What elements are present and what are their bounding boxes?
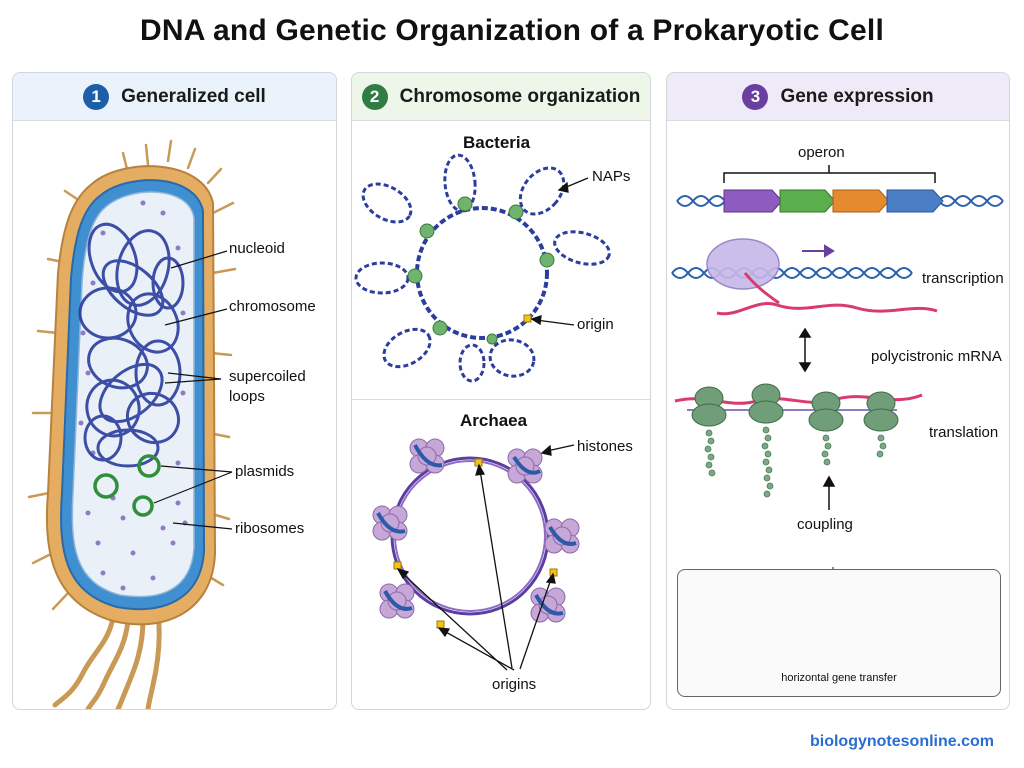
panel-gene-expression: 3 Gene expression — [666, 72, 1010, 710]
panel-title: Chromosome organization — [399, 85, 641, 107]
hgt-box: horizontal gene transfer — [677, 569, 1001, 697]
label-origin: origin — [577, 316, 614, 333]
panel-generalized-cell: 1 Generalized cell — [12, 72, 337, 710]
label-histones: histones — [577, 438, 633, 455]
label-nucleoid: nucleoid — [229, 240, 285, 257]
label-ribosomes: ribosomes — [235, 520, 305, 537]
label-polycistronic-mrna: polycistronic mRNA — [871, 348, 1002, 365]
label-operon: operon — [798, 144, 845, 161]
label-translation: translation — [929, 424, 999, 441]
panel-header: 1 Generalized cell — [13, 73, 336, 121]
step-number-badge: 2 — [361, 83, 388, 110]
label-coupling: coupling — [797, 516, 853, 533]
page-title: DNA and Genetic Organization of a Prokar… — [139, 14, 885, 47]
divider — [352, 399, 650, 400]
bacterial-cell-illustration — [27, 139, 237, 709]
panel-title: Generalized cell — [121, 85, 266, 107]
panel-header: 2 Chromosome organization — [352, 73, 650, 121]
archaea-subtitle: Archaea — [460, 411, 528, 430]
label-plasmids: plasmids — [235, 463, 295, 480]
label-naps: NAPs — [592, 168, 631, 185]
label-hgt: horizontal gene transfer — [781, 672, 897, 684]
panel-chromosome-organization: 2 Chromosome organization Bacteria — [351, 72, 651, 710]
step-number-badge: 1 — [83, 83, 110, 110]
panel-title: Gene expression — [780, 85, 934, 107]
label-supercoiled-line2: loops — [229, 388, 265, 405]
panel-header: 3 Gene expression — [667, 73, 1009, 121]
label-chromosome: chromosome — [229, 298, 316, 315]
bacterial-chromosome — [354, 153, 611, 383]
label-transcription: transcription — [922, 270, 1004, 287]
chromosome-diagrams — [354, 153, 611, 671]
step-number-badge: 3 — [742, 83, 769, 110]
bacteria-subtitle: Bacteria — [463, 133, 531, 152]
site-credit: biologynotesonline.com — [809, 733, 994, 750]
label-supercoiled-line1: supercoiled — [229, 368, 306, 385]
archaeal-chromosome — [372, 438, 580, 671]
label-origins: origins — [492, 676, 537, 693]
